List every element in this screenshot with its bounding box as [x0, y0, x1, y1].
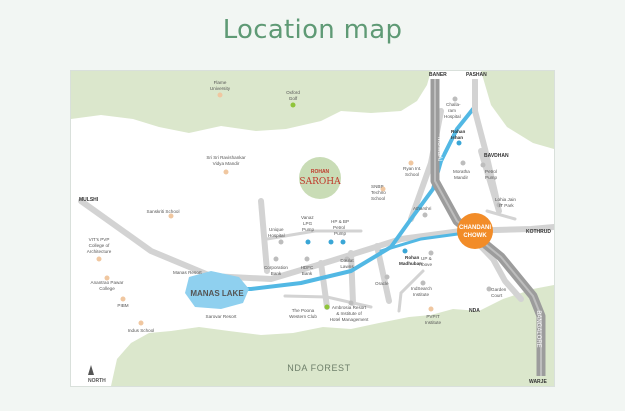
label-poona-2: Western Club — [289, 314, 317, 319]
label-garden: Garden — [491, 287, 507, 292]
label-vit-3: Architecture — [87, 249, 112, 254]
label-vit-2: College of — [89, 243, 110, 248]
label-manas-resort: Manas Resort — [173, 270, 202, 275]
label-snbp-3: School — [371, 196, 385, 201]
label-hdfc: HDFC — [301, 265, 314, 270]
north-label: NORTH — [88, 378, 106, 384]
label-challa-3: Hospital — [444, 114, 461, 119]
label-moratha-2: Mandir — [454, 175, 469, 180]
project-brand: ROHAN — [311, 169, 330, 175]
label-warje: WARJE — [529, 379, 547, 385]
pashan-road — [472, 79, 500, 202]
chandani-label-1: CHANDANI — [459, 225, 491, 231]
label-ambrosia-3: Hotel Management — [330, 317, 370, 322]
label-corp-2: Bank — [271, 271, 282, 276]
label-unique: Unique — [269, 227, 284, 232]
mumbai-highway-label: MUMBAI — [436, 137, 442, 161]
label-atharshri: Atharshri — [413, 206, 431, 211]
label-indsearch: IndSearch — [411, 286, 432, 291]
label-hdfc-2: Bank — [302, 271, 313, 276]
label-bavdhan: BAVDHAN — [484, 153, 509, 159]
label-challa: Challa- — [446, 102, 461, 107]
label-pibm: PIBM — [117, 303, 128, 308]
label-sri-2: Vidya Mandir — [213, 161, 240, 166]
label-sanskriti: Sanskriti School — [147, 209, 180, 214]
label-indsearch-2: Institute — [413, 292, 430, 297]
label-nda: NDA — [469, 308, 480, 314]
label-poona: The Poona — [292, 308, 315, 313]
label-flame-2: University — [210, 86, 231, 91]
label-hp-2: Petrol — [333, 225, 345, 230]
river-branch — [379, 231, 467, 253]
chandani-label-2: CHOWK — [463, 233, 487, 239]
label-daulat-2: Lawns — [340, 264, 354, 269]
label-kothrud: KOTHRUD — [526, 229, 551, 235]
label-rohan-madhuban: Rohan — [405, 255, 419, 260]
label-petrol-bav: Petrol — [485, 169, 497, 174]
label-hp: HP & BP — [331, 219, 349, 224]
label-rohan-madhuban-2: Madhuban — [399, 261, 422, 266]
label-indus: Indus School — [128, 328, 155, 333]
manas-lake — [185, 271, 249, 309]
label-lohia-2: IT Park — [499, 203, 514, 208]
project-name: SAROHA — [299, 177, 341, 187]
project-marker — [299, 157, 341, 199]
label-vit: VIT's PVP — [89, 237, 110, 242]
page-title: Location map — [222, 15, 403, 45]
label-sarovar: Sarovar Resort — [206, 314, 238, 319]
bangalore-highway-label: BANGALORE — [535, 310, 541, 347]
green-hill-area — [71, 71, 431, 133]
minor-roads — [265, 209, 517, 313]
label-oxford-2: Golf — [289, 96, 298, 101]
poi-markers — [96, 92, 502, 326]
label-ryan-2: School — [405, 172, 419, 177]
label-rohan-ishan-2: Ishan — [451, 135, 463, 140]
label-snbp: SNBP — [371, 184, 384, 189]
label-sri: Sri Sri Ravishankar — [206, 155, 246, 160]
nda-forest-area — [111, 285, 554, 386]
label-vanaz: Vanaz — [301, 215, 314, 220]
nda-forest-label: NDA FOREST — [287, 363, 351, 373]
label-challa-2: ram — [448, 108, 456, 113]
label-anantrao-2: College — [99, 286, 115, 291]
poi-labels: BANER PASHAN BAVDHAN KOTHRUD MULSHI NDA … — [79, 72, 551, 385]
label-ambrosia-2: & Institute of — [336, 311, 362, 316]
river — [189, 107, 475, 291]
label-baner: BANER — [429, 72, 447, 78]
label-lohia: Lohia Jain — [495, 197, 516, 202]
label-ryan: Ryan Int. — [403, 166, 421, 171]
label-hp-3: Pump — [334, 231, 346, 236]
manas-lake-label: MANAS LAKE — [190, 289, 244, 298]
label-anantrao: Anantrao Pawar — [91, 280, 124, 285]
label-pashan: PASHAN — [466, 72, 487, 78]
label-petrol-bav-2: Pump — [485, 175, 497, 180]
label-unique-2: Hospital — [268, 233, 285, 238]
label-garden-2: Court — [491, 293, 503, 298]
label-pvpit-2: Institute — [425, 320, 442, 325]
location-map: MANAS LAKE NDA FOREST CHANDANI CHOWK MUM… — [70, 70, 555, 387]
label-up: UP & — [421, 256, 432, 261]
label-mulshi: MULSHI — [79, 197, 99, 203]
label-oracle: Oracle — [375, 281, 389, 286]
chandani-chowk-marker — [457, 213, 493, 249]
north-arrow-icon — [88, 365, 94, 375]
label-pvpit: PVPIT — [426, 314, 439, 319]
label-corp: Corporation — [264, 265, 288, 270]
label-flame: Flame — [214, 80, 227, 85]
label-moratha: Moratha — [453, 169, 470, 174]
label-ambrosia: Ambrosia Resort — [332, 305, 367, 310]
label-rohan-ishan: Rohan — [451, 129, 465, 134]
label-snbp-2: Techno — [371, 190, 386, 195]
label-oxford: Oxford — [286, 90, 300, 95]
map-canvas: MANAS LAKE NDA FOREST CHANDANI CHOWK MUM… — [71, 71, 554, 386]
label-daulat: Daulat — [340, 258, 354, 263]
label-vanaz-2: LPG — [303, 221, 313, 226]
label-up-2: Above — [419, 262, 432, 267]
label-vanaz-3: Pump — [302, 227, 314, 232]
green-hill-right — [481, 71, 554, 149]
highway-inner — [434, 79, 542, 376]
